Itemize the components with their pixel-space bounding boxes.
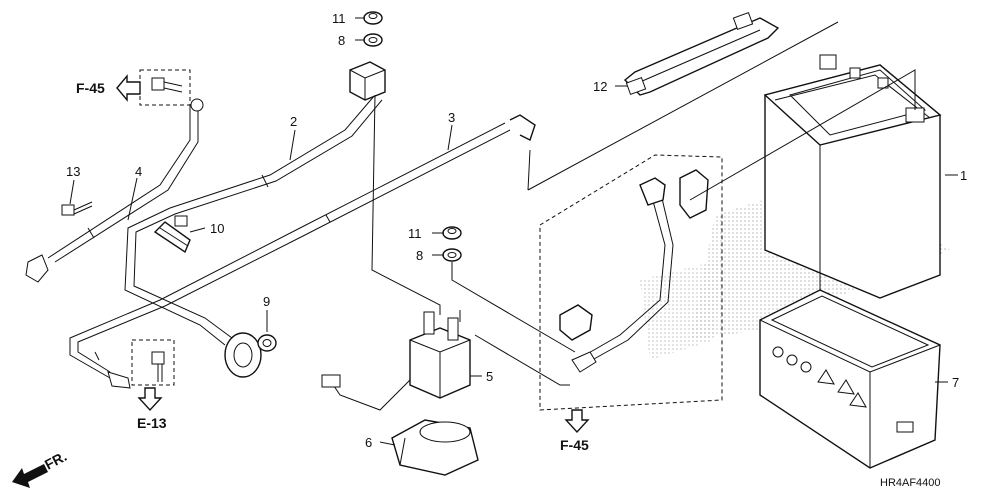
callout-6: 6 [365, 435, 372, 450]
nut-11-upper[interactable] [363, 11, 383, 25]
bolt-f45[interactable] [151, 77, 183, 93]
diagram-code: HR4AF4400 [880, 477, 941, 489]
washer-8-upper[interactable] [363, 33, 383, 47]
callout-11-lower: 11 [408, 226, 422, 241]
arrow-front-icon [12, 464, 48, 488]
front-indicator: FR. [12, 448, 69, 488]
callout-8-lower: 8 [416, 248, 423, 263]
shade-region-2 [640, 260, 720, 360]
ground-cable[interactable] [25, 98, 204, 283]
callout-9: 9 [263, 294, 270, 309]
cable-band[interactable] [153, 215, 191, 254]
callout-11-upper: 11 [332, 11, 346, 26]
callout-4: 4 [135, 164, 142, 179]
positive-cable[interactable] [69, 114, 536, 389]
ref-f45-bottom[interactable]: F-45 [560, 437, 589, 453]
nut-9[interactable] [257, 334, 277, 352]
leader-lines [69, 17, 958, 446]
starter-relay[interactable] [321, 311, 471, 411]
battery[interactable] [763, 54, 942, 300]
e13-dashed-box [131, 339, 175, 386]
callout-13: 13 [66, 164, 80, 179]
relay-cover[interactable] [391, 419, 479, 476]
callout-1: 1 [960, 168, 967, 183]
battery-band[interactable] [623, 11, 780, 96]
arrow-left-icon [116, 74, 141, 102]
ref-f45-top[interactable]: F-45 [76, 80, 105, 96]
callout-12: 12 [593, 79, 607, 94]
battery-box[interactable] [759, 289, 941, 469]
callout-8-upper: 8 [338, 33, 345, 48]
f45-dashed-box [139, 69, 191, 106]
callout-7: 7 [952, 375, 959, 390]
ref-e13[interactable]: E-13 [137, 415, 167, 431]
callout-5: 5 [486, 369, 493, 384]
arrow-down-icon-f45 [564, 409, 590, 434]
callout-10: 10 [210, 221, 224, 236]
callout-3: 3 [448, 110, 455, 125]
callout-2: 2 [290, 114, 297, 129]
bolt-13[interactable] [61, 201, 93, 216]
bolt-e13[interactable] [151, 351, 165, 382]
subassembly-outline [539, 154, 723, 411]
nut-11-lower[interactable] [442, 226, 462, 240]
washer-8-lower[interactable] [442, 248, 462, 262]
starter-cable[interactable] [124, 61, 386, 378]
arrow-down-icon-e13 [137, 387, 163, 412]
battery-cable-set[interactable] [559, 169, 709, 373]
